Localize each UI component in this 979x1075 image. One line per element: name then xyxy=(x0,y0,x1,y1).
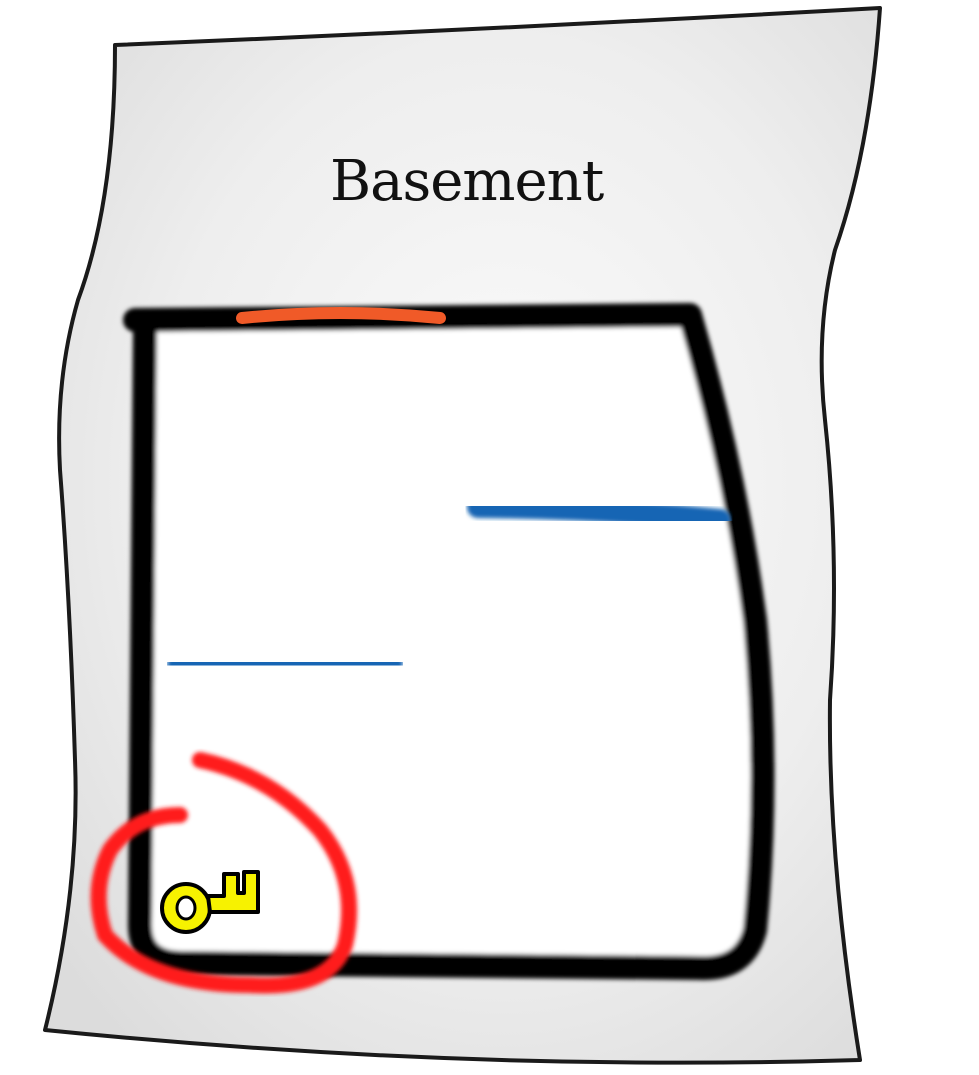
key-bow-hole xyxy=(175,895,197,921)
entrance-door-marker xyxy=(236,307,446,324)
lower-ledge xyxy=(167,651,403,676)
room-walls xyxy=(123,303,775,981)
key-shaft xyxy=(206,870,260,914)
key-icon[interactable] xyxy=(160,870,260,934)
upper-ledge xyxy=(467,496,731,531)
key-marker-circle[interactable] xyxy=(90,752,358,994)
map-title: Basement xyxy=(330,149,605,214)
